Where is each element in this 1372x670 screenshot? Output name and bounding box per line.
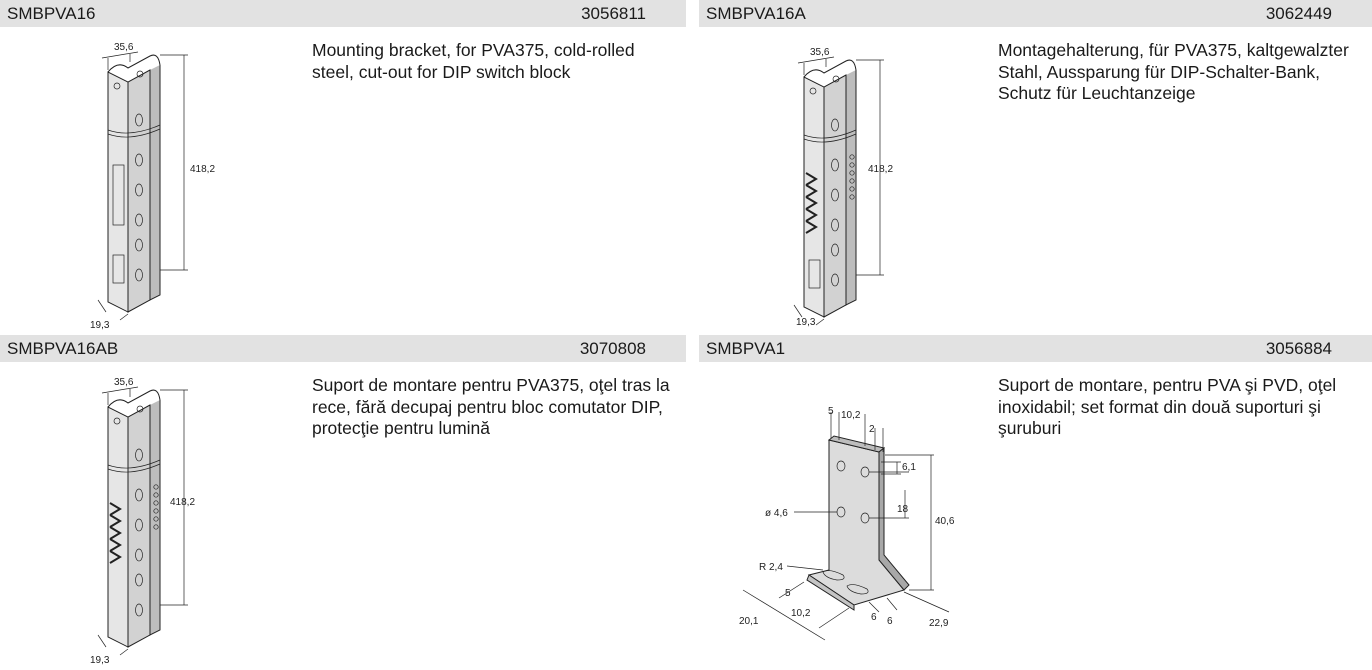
dim-label: 6 [871, 612, 877, 623]
product-name: SMBPVA16 [7, 4, 96, 23]
product-header: SMBPVA16AB 3070808 [0, 335, 686, 362]
product-name: SMBPVA16A [706, 4, 806, 23]
dim-label: 6,1 [902, 462, 916, 473]
product-header: SMBPVA16 3056811 [0, 0, 686, 27]
dim-depth-label: 19,3 [90, 320, 110, 331]
dim-label: 22,9 [929, 618, 949, 629]
bracket-shape [107, 54, 161, 313]
product-header: SMBPVA1 3056884 [699, 335, 1372, 362]
dim-label: 5 [785, 588, 791, 599]
angle-bracket-drawing: 5 10,2 2 6,1 ø 4,6 18 40,6 R 2,4 5 10,2 … [739, 406, 955, 641]
bracket-drawing: 418,2 35,6 19,3 [90, 42, 215, 331]
dim-depth-label: 19,3 [90, 655, 110, 666]
dim-width-label: 35,6 [810, 47, 830, 58]
dim-width-label: 35,6 [114, 377, 134, 388]
dimension-lines [742, 412, 950, 641]
product-name: SMBPVA1 [706, 339, 786, 358]
dim-width-label: 35,6 [114, 42, 134, 53]
product-description: Suport de montare, pentru PVA şi PVD, oţ… [998, 375, 1337, 438]
dim-label: 40,6 [935, 516, 955, 527]
product-cell-smbpva16a: SMBPVA16A 3062449 Montagehalterung, für … [699, 0, 1372, 335]
dim-height-label: 418,2 [868, 164, 893, 175]
product-header: SMBPVA16A 3062449 [699, 0, 1372, 27]
product-number: 3056884 [1265, 339, 1332, 358]
dim-label: 10,2 [791, 608, 811, 619]
dim-label: R 2,4 [759, 562, 783, 573]
dim-label: 18 [897, 504, 909, 515]
product-number: 3070808 [579, 339, 646, 358]
dim-label: 10,2 [841, 410, 861, 421]
dim-label: 6 [887, 616, 893, 627]
product-name: SMBPVA16AB [7, 339, 119, 358]
dim-label: ø 4,6 [765, 508, 788, 519]
bracket-shape [803, 59, 857, 318]
dim-depth-label: 19,3 [796, 317, 816, 328]
product-number: 3056811 [581, 4, 646, 23]
dim-height-label: 418,2 [190, 164, 215, 175]
product-cell-smbpva16ab: SMBPVA16AB 3070808 Suport de montare pen… [0, 335, 686, 670]
product-cell-smbpva16: SMBPVA16 3056811 Mounting bracket, for P… [0, 0, 686, 335]
dim-label: 5 [828, 406, 834, 417]
dim-label: 20,1 [739, 616, 759, 627]
bracket-shape [107, 389, 161, 648]
product-number: 3062449 [1265, 4, 1332, 23]
bracket-drawing: 418,2 35,6 19,3 [793, 47, 893, 328]
product-description: Mounting bracket, for PVA375, cold-rolle… [312, 40, 635, 82]
product-cell-smbpva1: SMBPVA1 3056884 Suport de montare, pentr… [699, 335, 1372, 670]
product-description: Montagehalterung, für PVA375, kaltgewalz… [998, 40, 1349, 103]
product-description: Suport de montare pentru PVA375, oţel tr… [312, 375, 670, 438]
dim-height-label: 418,2 [170, 497, 195, 508]
bracket-drawing: 418,2 35,6 19,3 [90, 377, 195, 666]
dim-label: 2 [869, 424, 875, 435]
